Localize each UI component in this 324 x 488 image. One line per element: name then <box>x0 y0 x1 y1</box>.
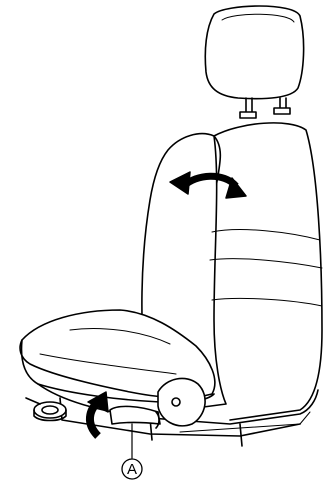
recline-hinge <box>158 378 205 425</box>
callout-a: A <box>122 459 142 479</box>
headrest-stays <box>240 98 290 118</box>
callout-a-label: A <box>127 461 137 478</box>
headrest <box>205 6 303 99</box>
lever-lift-arrow <box>88 392 108 436</box>
